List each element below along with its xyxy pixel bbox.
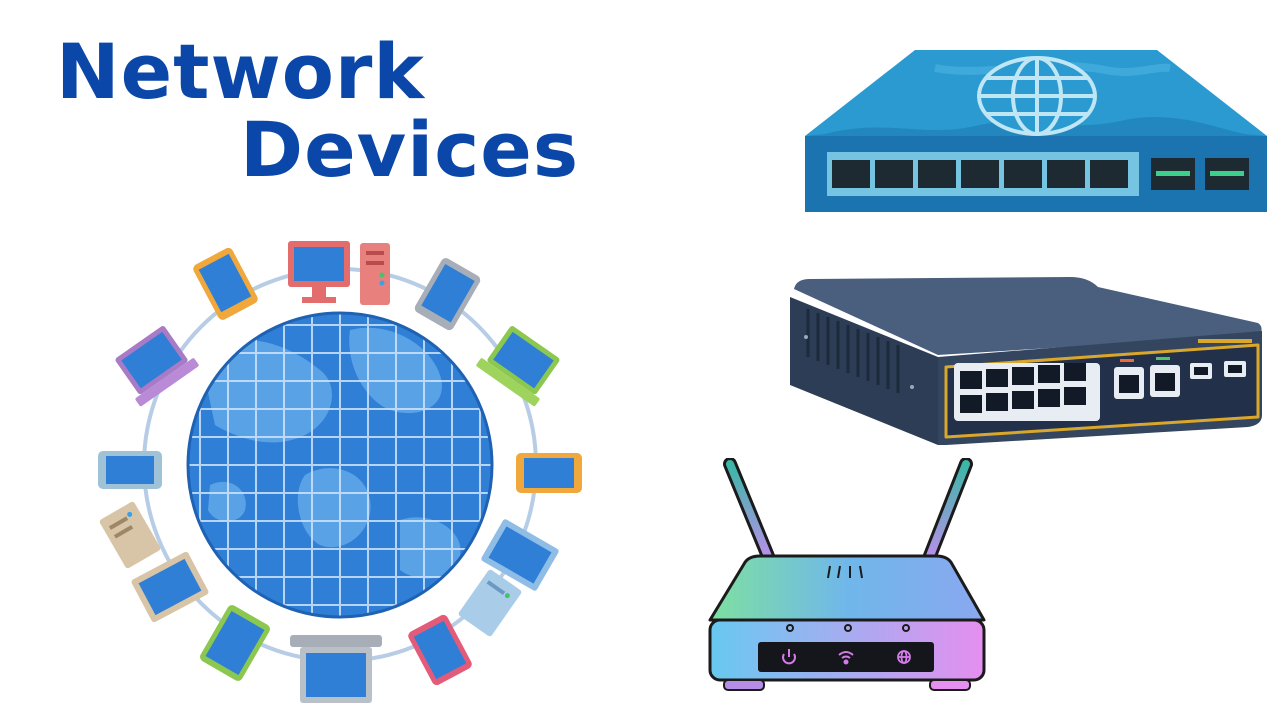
monitor-icon [481,519,559,591]
smartphone-icon [516,453,582,493]
tablet-icon [408,614,472,686]
laptop-icon [115,326,199,407]
desktop-computer-icon [99,501,161,569]
tablet-icon [414,258,481,331]
wifi-icon [838,651,854,665]
internet-globe-icon [897,650,911,664]
ethernet-ports [827,152,1139,196]
antenna-left [723,458,779,573]
tablet-icon [193,247,258,320]
monitor-icon [131,551,209,623]
sfp-ports [1190,339,1252,379]
globe [186,311,494,619]
globe-network-icon [98,241,582,703]
page-title-line-2: Devices [240,105,580,194]
globe-emblem-icon [977,56,1097,136]
ethernet-ports [954,357,1180,421]
wireless-router-icon [708,458,986,691]
sfp-ports [1151,158,1249,190]
antenna-right [919,458,973,573]
page-title-line-1: Network [56,27,425,116]
network-hub-icon [805,50,1267,212]
desktop-computer-icon [288,241,390,305]
smartphone-icon [98,451,162,489]
laptop-icon [290,635,382,703]
laptop-icon [476,326,560,407]
power-icon [782,649,796,665]
desktop-computer-icon [458,569,522,637]
network-switch-icon [790,277,1262,445]
tablet-icon [200,605,270,681]
